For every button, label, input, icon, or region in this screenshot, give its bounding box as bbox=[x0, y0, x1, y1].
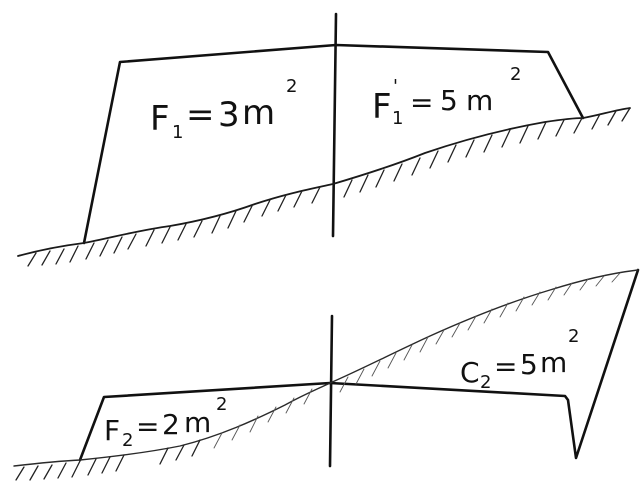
bottom-ground-hatching-left bbox=[15, 439, 201, 481]
area-subscript: 1 bbox=[172, 122, 183, 143]
equals-sign: = bbox=[410, 86, 433, 119]
area-subscript: 2 bbox=[122, 430, 133, 451]
top-right-area-label: F 1 ' = 5 m 2 bbox=[372, 64, 521, 129]
top-left-area-label: F 1 = 3 m 2 bbox=[150, 76, 297, 143]
area-subscript: 2 bbox=[480, 372, 491, 393]
area-value: 5 bbox=[440, 84, 458, 117]
bottom-cut-area-label: C 2 = 5 m 2 bbox=[460, 326, 579, 393]
area-value: 2 bbox=[162, 408, 180, 441]
area-value: 3 bbox=[218, 95, 240, 135]
equals-sign: = bbox=[186, 95, 215, 135]
bottom-template-outline bbox=[78, 268, 640, 462]
area-exponent: 2 bbox=[216, 394, 227, 415]
bottom-centerline bbox=[328, 314, 334, 468]
area-subscript: 1 bbox=[392, 108, 403, 129]
top-ground-line bbox=[17, 107, 631, 257]
area-unit: m bbox=[466, 84, 493, 117]
area-name: F bbox=[150, 99, 170, 139]
area-exponent: 2 bbox=[568, 326, 579, 347]
top-centerline bbox=[331, 12, 338, 238]
area-unit: m bbox=[540, 346, 567, 379]
top-cross-section: F 1 = 3 m 2 F 1 ' = 5 m 2 bbox=[17, 12, 631, 267]
top-ground-hatching bbox=[27, 107, 631, 267]
equals-sign: = bbox=[136, 410, 159, 443]
bottom-cross-section: F 2 = 2 m 2 C 2 = 5 m 2 bbox=[13, 268, 640, 481]
area-value: 5 bbox=[520, 348, 538, 381]
area-name: C bbox=[460, 356, 480, 389]
area-prime: ' bbox=[393, 76, 398, 97]
area-name: F bbox=[372, 87, 392, 127]
area-exponent: 2 bbox=[510, 64, 521, 85]
bottom-ground-hatching-right bbox=[213, 272, 621, 449]
area-name: F bbox=[104, 414, 120, 447]
bottom-fill-area-label: F 2 = 2 m 2 bbox=[104, 394, 227, 451]
area-exponent: 2 bbox=[286, 76, 297, 97]
area-unit: m bbox=[184, 406, 211, 439]
bottom-ground-line bbox=[13, 269, 639, 467]
area-unit: m bbox=[242, 93, 275, 133]
equals-sign: = bbox=[494, 350, 517, 383]
